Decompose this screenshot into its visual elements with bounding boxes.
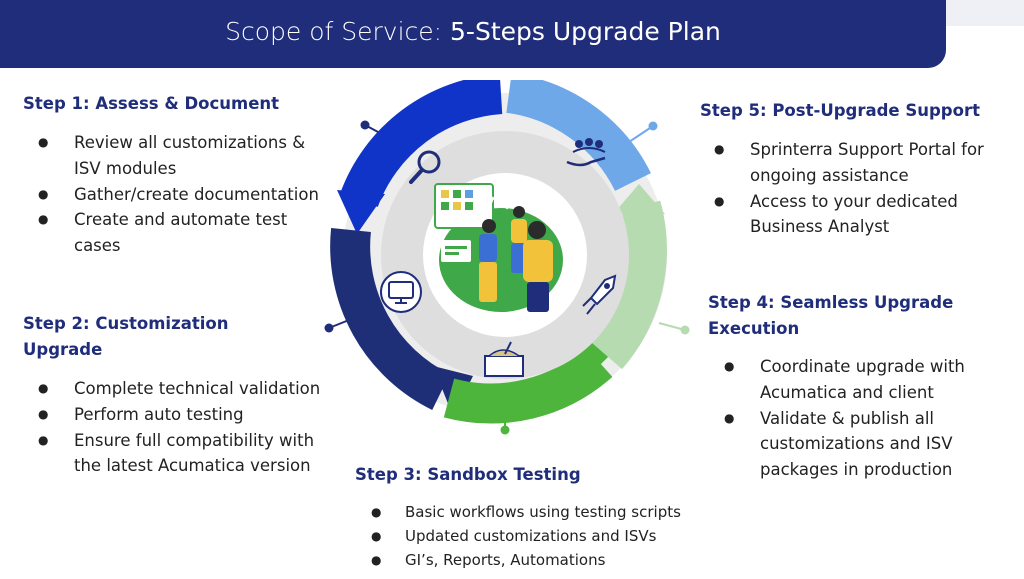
arc-step4 — [591, 200, 667, 370]
arrow-step1 — [337, 190, 385, 234]
step4-bullet-2: Validate & publish all customizations an… — [710, 406, 1000, 483]
step3-bullet-3: GI’s, Reports, Automations — [355, 548, 755, 572]
step4-bullets: Coordinate upgrade with Acumatica and cl… — [710, 354, 1000, 483]
arc-step5 — [505, 80, 651, 192]
step3-bullet-2: Updated customizations and ISVs — [355, 524, 755, 548]
step2-title: Step 2: Customization Upgrade — [23, 314, 229, 359]
step1-bullet-2: Gather/create documentation — [24, 182, 324, 208]
page-title: Scope of Service: 5-Steps Upgrade Plan — [0, 17, 946, 46]
step3-bullets: Basic workflows using testing scripts Up… — [355, 500, 755, 572]
connector-step5 — [628, 121, 658, 143]
page-title-main: 5-Steps Upgrade Plan — [450, 17, 721, 46]
center-illustration — [434, 183, 563, 312]
step2-bullet-3: Ensure full compatibility with the lates… — [24, 428, 344, 480]
connector-step4 — [658, 322, 690, 335]
step1-bullet-3: Create and automate test cases — [24, 207, 324, 259]
step5-bullet-1: Sprinterra Support Portal for ongoing as… — [700, 137, 1010, 189]
step2-bullet-2: Perform auto testing — [24, 402, 344, 428]
rocket-icon — [582, 274, 617, 315]
step5-title: Step 5: Post-Upgrade Support — [700, 101, 980, 120]
corner-strip — [946, 0, 1024, 26]
step1-bullet-1: Review all customizations & ISV modules — [24, 130, 324, 182]
arc-step1 — [340, 80, 503, 208]
step4-bullet-1: Coordinate upgrade with Acumatica and cl… — [710, 354, 1000, 406]
arc-step3 — [443, 346, 613, 424]
magnifier-icon — [409, 150, 441, 184]
arrow-step4 — [615, 184, 665, 214]
cycle-diagram — [324, 80, 690, 435]
header-banner: Scope of Service: 5-Steps Upgrade Plan — [0, 0, 946, 68]
step1-title: Step 1: Assess & Document — [23, 94, 280, 113]
page-title-prefix: Scope of Service: — [225, 17, 451, 46]
step5-bullets: Sprinterra Support Portal for ongoing as… — [700, 137, 1010, 240]
step3-title: Step 3: Sandbox Testing — [355, 465, 581, 484]
code-monitor-icon — [380, 271, 422, 313]
sandbox-icon — [484, 341, 524, 377]
arc-step2 — [330, 227, 451, 410]
step1-bullets: Review all customizations & ISV modules … — [24, 130, 324, 259]
step2-bullet-1: Complete technical validation — [24, 376, 344, 402]
team-hand-icon — [566, 138, 606, 167]
step4-title: Step 4: Seamless Upgrade Execution — [708, 293, 954, 338]
step5-bullet-2: Access to your dedicated Business Analys… — [700, 189, 1010, 241]
step2-bullets: Complete technical validation Perform au… — [24, 376, 344, 479]
step3-bullet-1: Basic workflows using testing scripts — [355, 500, 755, 524]
